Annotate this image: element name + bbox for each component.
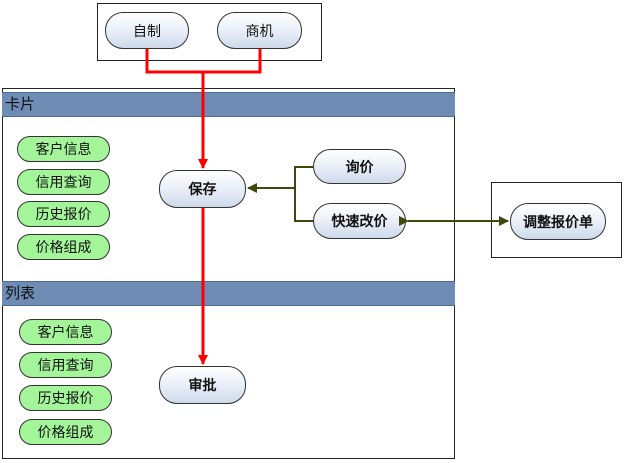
card-item-price-composition[interactable]: 价格组成 bbox=[17, 234, 110, 260]
approve-node[interactable]: 审批 bbox=[159, 366, 246, 404]
merchandise-node[interactable]: 商机 bbox=[217, 12, 302, 49]
list-section-header: 列表 bbox=[2, 281, 455, 306]
list-item-customer-info[interactable]: 客户信息 bbox=[19, 319, 112, 345]
list-item-credit-query[interactable]: 信用查询 bbox=[19, 352, 112, 378]
save-node[interactable]: 保存 bbox=[159, 170, 246, 208]
adjust-quote-node[interactable]: 调整报价单 bbox=[510, 203, 606, 240]
card-item-credit-query[interactable]: 信用查询 bbox=[17, 169, 110, 195]
card-item-customer-info[interactable]: 客户信息 bbox=[17, 136, 110, 162]
self-made-node[interactable]: 自制 bbox=[105, 12, 189, 49]
list-item-quote-history[interactable]: 历史报价 bbox=[19, 385, 112, 411]
self-made-to-save-connector bbox=[145, 49, 203, 74]
list-item-price-composition[interactable]: 价格组成 bbox=[19, 419, 112, 445]
card-section-header: 卡片 bbox=[2, 92, 455, 117]
inquiry-node[interactable]: 询价 bbox=[313, 149, 406, 184]
merchandise-to-save-connector bbox=[203, 49, 262, 74]
inquiry-branch-connector bbox=[294, 166, 313, 188]
card-item-quote-history[interactable]: 历史报价 bbox=[17, 201, 110, 227]
quick-change-branch-connector bbox=[294, 188, 313, 222]
